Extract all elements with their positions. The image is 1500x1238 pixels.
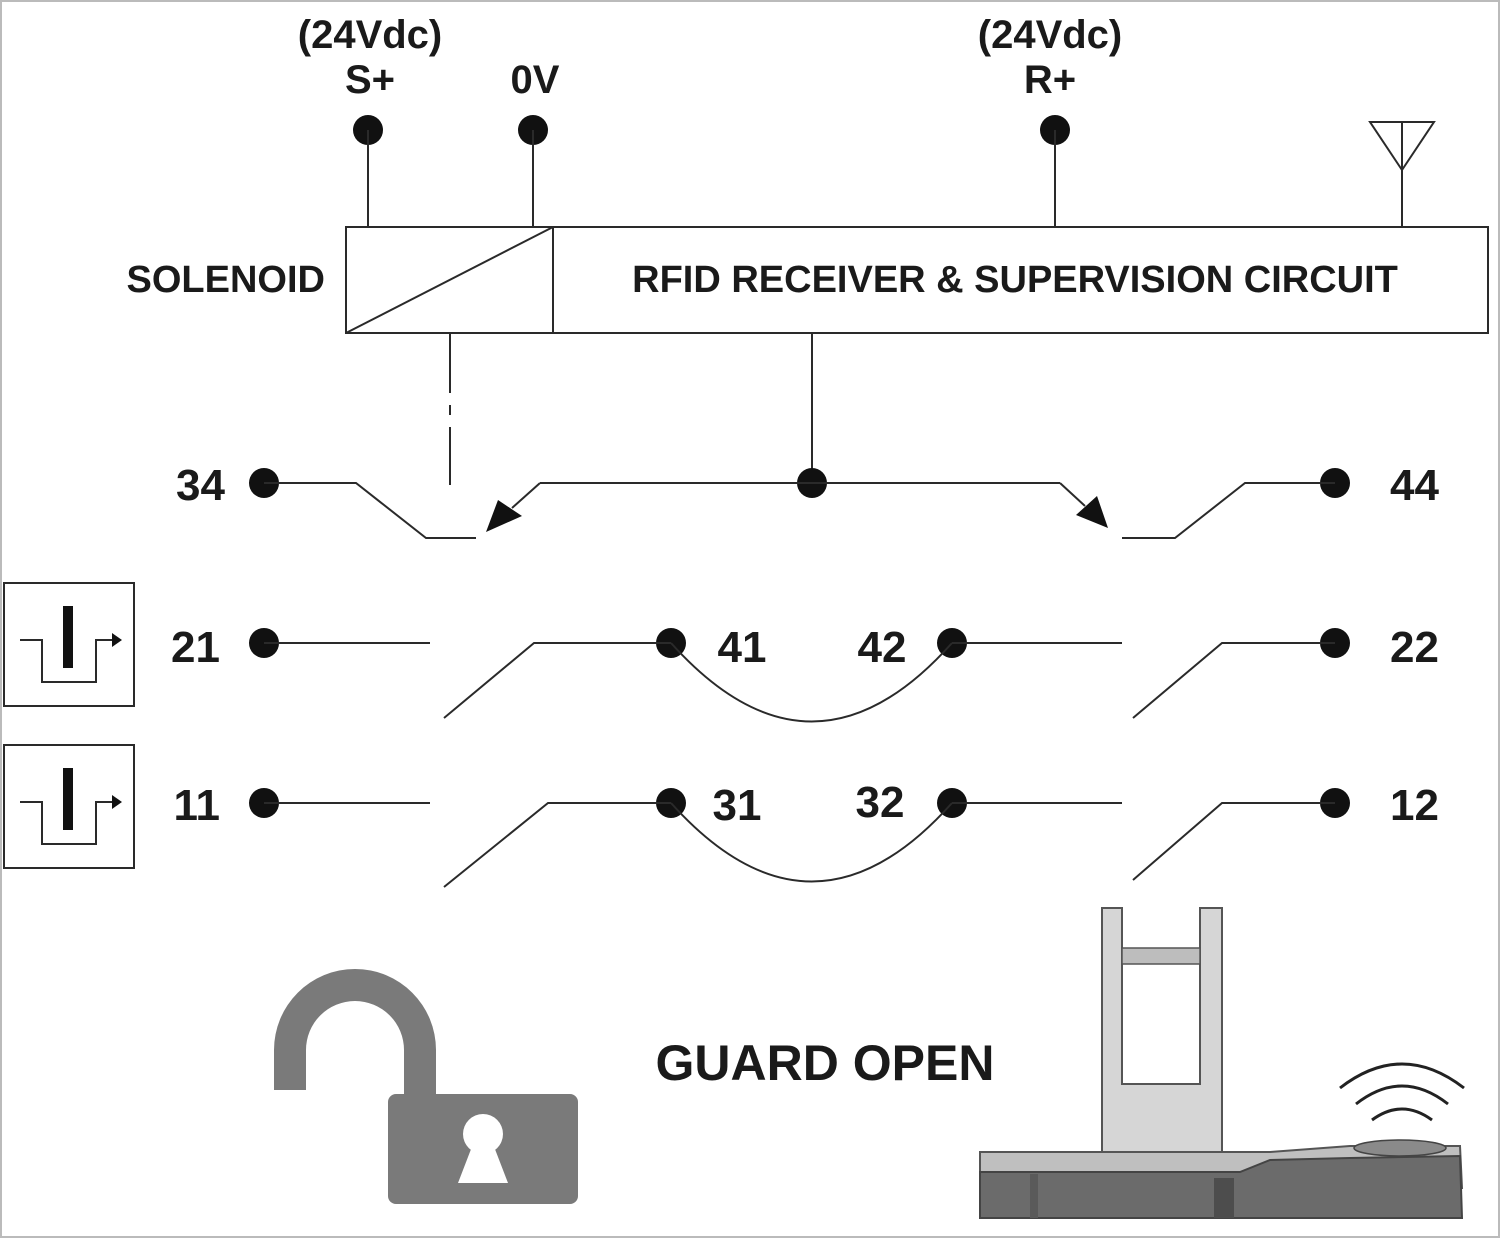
terminal-34-label: 34 (176, 461, 225, 510)
terminal-22-label: 22 (1390, 623, 1439, 672)
terminal-21-label: 21 (171, 623, 220, 672)
jumper-41-42 (670, 642, 953, 723)
switch-blade-12 (1132, 802, 1335, 881)
control-block: SOLENOID RFID RECEIVER & SUPERVISION CIR… (127, 226, 1489, 334)
padlock-open-icon (274, 969, 578, 1204)
terminal-44-label: 44 (1390, 461, 1439, 510)
contact-row-21-22: 21 22 41 42 (171, 623, 1439, 723)
antenna-icon (1368, 121, 1436, 227)
supply-terminals: (24Vdc) S+ 0V (24Vdc) R+ (298, 13, 1436, 227)
r-plus-label: R+ (1024, 58, 1076, 102)
arrow-right (1076, 496, 1108, 528)
terminal-31-label: 31 (713, 781, 762, 830)
contact-44-path (1122, 482, 1335, 539)
terminal-11-label: 11 (173, 781, 220, 830)
guard-state-label: GUARD OPEN (656, 1035, 995, 1091)
solenoid-diagonal (345, 226, 554, 334)
arm-left (511, 482, 541, 509)
terminal-41-label: 41 (718, 623, 767, 672)
safety-output-icon (3, 744, 135, 869)
safety-output-icon (3, 582, 135, 707)
switch-blade-22 (1132, 642, 1335, 719)
terminal-32-label: 32 (856, 778, 905, 827)
jumper-31-32 (670, 802, 953, 883)
r-voltage-label: (24Vdc) (978, 13, 1123, 57)
contact-row-11-12: 11 12 31 32 (173, 778, 1439, 888)
contact-34-path (264, 482, 476, 539)
wireless-signal-icon (1339, 1062, 1465, 1122)
s-voltage-label: (24Vdc) (298, 13, 443, 57)
zero-volt-label: 0V (511, 58, 560, 102)
contact-34-44: 34 44 (176, 461, 1439, 539)
s-plus-label: S+ (345, 58, 395, 102)
rfid-box (552, 226, 1489, 334)
terminal-12-label: 12 (1390, 781, 1439, 830)
switch-blade-41 (443, 642, 671, 719)
rfid-actuator-illustration (979, 907, 1464, 1219)
arrow-left (486, 500, 522, 532)
solenoid-label: SOLENOID (127, 259, 325, 301)
rfid-label: RFID RECEIVER & SUPERVISION CIRCUIT (632, 259, 1398, 301)
switch-blade-31 (443, 802, 671, 888)
arm-right (1059, 482, 1086, 507)
terminal-42-label: 42 (858, 623, 907, 672)
